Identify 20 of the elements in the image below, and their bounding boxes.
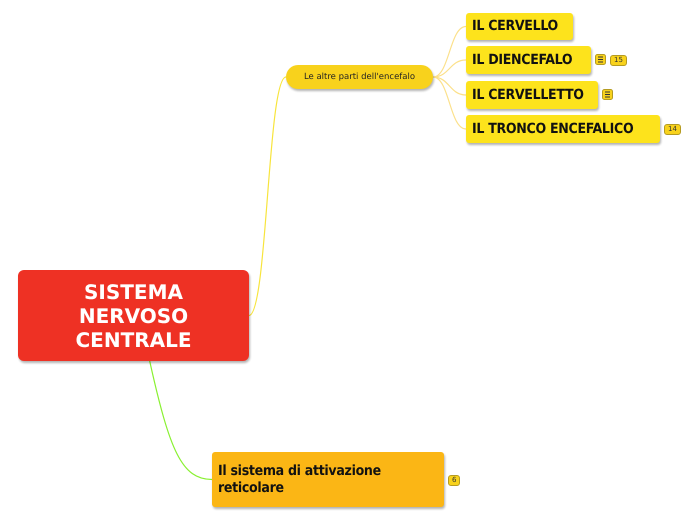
topic-box xyxy=(286,65,433,89)
connector-line xyxy=(432,26,466,78)
topic-text: IL TRONCO ENCEFALICO xyxy=(472,120,634,138)
topic-text: IL CERVELLO xyxy=(472,18,558,35)
connector-line xyxy=(432,59,466,78)
central-topic xyxy=(18,270,249,361)
topic-text: IL CERVELLETTO xyxy=(472,86,584,104)
topic-text: SISTEMA NERVOSO CENTRALE xyxy=(74,280,192,352)
topic-box xyxy=(466,115,660,143)
topic-box xyxy=(212,452,444,507)
connector-line xyxy=(149,360,212,480)
topic-text: Le altre parti dell'encefalo xyxy=(304,72,416,82)
topic-box xyxy=(466,46,591,74)
connector-line xyxy=(432,76,466,96)
topic-box xyxy=(466,13,573,40)
topic-text: Il sistema di attivazione reticolare xyxy=(218,462,382,496)
connector-line xyxy=(432,76,466,130)
connector-line xyxy=(248,76,286,316)
topic-box xyxy=(466,81,598,109)
topic-text: IL DIENCEFALO xyxy=(472,52,572,68)
